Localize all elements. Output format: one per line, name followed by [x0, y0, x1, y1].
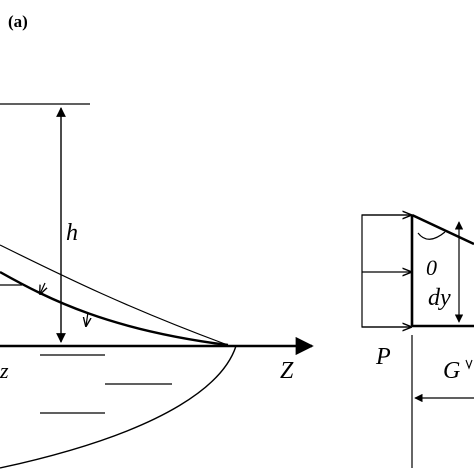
theta-label: 0: [426, 255, 437, 280]
z-axis-label: Z: [280, 358, 294, 384]
bowl-curve: [0, 345, 237, 469]
h-label: h: [66, 220, 78, 246]
g-tick-mark: [465, 359, 473, 370]
curve-arrow-1: [40, 282, 45, 294]
curve-arrow-2: [86, 311, 88, 326]
g-label: G: [443, 358, 460, 384]
upper-profile-curve: [0, 244, 226, 345]
angle-arc: [417, 231, 446, 240]
z-lower-label: z: [0, 358, 9, 383]
p-label: P: [375, 344, 391, 370]
right-diagram: [361, 213, 474, 468]
pressure-box: [361, 214, 412, 328]
element-slope-edge: [411, 213, 474, 246]
left-diagram: [0, 103, 314, 469]
panel-label: (a): [8, 12, 28, 31]
dy-label: dy: [428, 285, 451, 311]
lower-profile-curve: [0, 270, 229, 347]
